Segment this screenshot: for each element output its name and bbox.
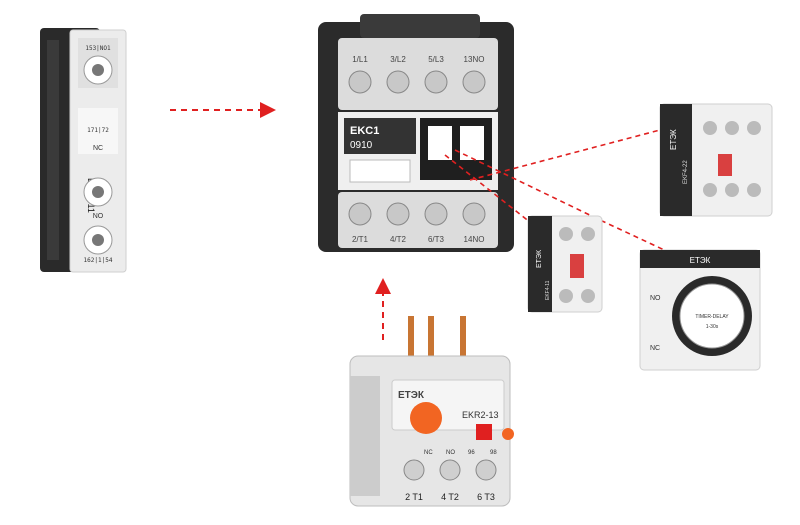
leader-to-timer <box>454 149 691 263</box>
front-aux-4-contact: ETЭК EKF4-22 <box>659 103 773 217</box>
bottom-term-4: 14NO <box>464 235 485 244</box>
relay-aux-96: 96 <box>468 450 475 456</box>
contactor-model: 0910 <box>350 140 373 151</box>
aux4-code: EKF4-22 <box>683 160 689 184</box>
bottom-term-3: 6/T3 <box>428 235 445 244</box>
timer-no-label: NO <box>650 295 661 302</box>
top-term-3: 5/L3 <box>428 55 444 64</box>
pneumatic-timer: ETЭК NO NC TIMER-DELAY 1-30s <box>639 249 761 371</box>
nc-label: NC <box>93 145 103 152</box>
relay-term-2: 4 T2 <box>441 492 459 502</box>
relay-term-1: 2 T1 <box>405 492 423 502</box>
bottom-term-2: 4/T2 <box>390 235 407 244</box>
term-label-bottom: 162|1|54 <box>84 257 113 264</box>
no-label: NO <box>93 213 104 220</box>
timer-nc-label: NC <box>650 345 660 352</box>
timer-dial-sub: 1-30s <box>706 324 719 330</box>
relay-terminals <box>403 459 497 481</box>
term-label-mid: 171|72 <box>87 127 109 134</box>
contactor: 1/L1 3/L2 5/L3 13NO EKC1 0910 2/T1 4/T2 … <box>318 14 514 252</box>
relay-term-3: 6 T3 <box>477 492 495 502</box>
relay-aux-no: NO <box>446 450 455 456</box>
relay-aux-nc: NC <box>424 450 433 456</box>
bottom-term-1: 2/T1 <box>352 235 369 244</box>
leader-to-aux2 <box>444 154 541 231</box>
aux2-brand: ETЭК <box>536 249 543 268</box>
aux4-brand: ETЭК <box>669 129 678 150</box>
aux2-code: EKF4-11 <box>545 280 551 300</box>
timer-brand: ETЭК <box>690 256 711 265</box>
term-label-top: 153|NO1 <box>85 45 111 52</box>
relay-model: EKR2-13 <box>462 410 499 420</box>
top-term-4: 13NO <box>464 55 485 64</box>
side-auxiliary-contact: 153|NO1 171|72 NC EKF8-11 NO 162|1|54 <box>40 28 127 273</box>
leader-to-aux4 <box>469 129 661 181</box>
top-term-2: 3/L2 <box>390 55 406 64</box>
contactor-brand: EKC1 <box>350 125 379 137</box>
front-aux-2-contact: ETЭК EKF4-11 <box>527 215 603 313</box>
relay-aux-98: 98 <box>490 450 497 456</box>
thermal-relay: ETЭК EKR2-13 2 T1 4 T2 6 T3 NC NO 96 98 <box>349 316 514 507</box>
top-terminals <box>348 70 486 94</box>
bottom-terminals <box>348 202 486 226</box>
top-term-1: 1/L1 <box>352 55 368 64</box>
timer-dial-text: TIMER-DELAY <box>695 314 729 320</box>
relay-brand: ETЭК <box>398 390 425 401</box>
